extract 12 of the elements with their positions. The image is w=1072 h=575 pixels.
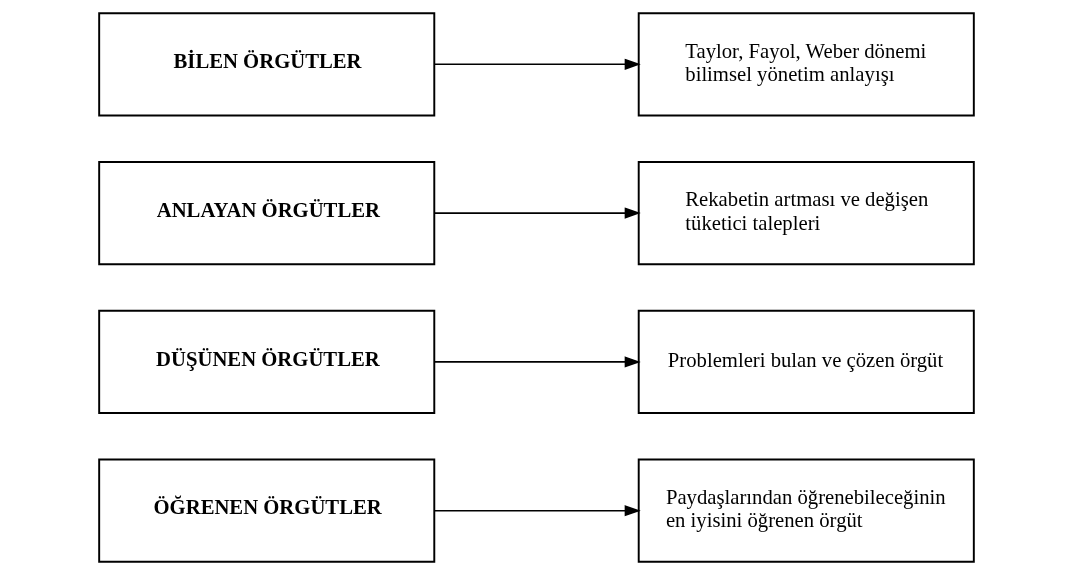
- node-box: Taylor, Fayol, Weber dönemi bilimsel yönetim anlayışı: [637, 12, 975, 117]
- node-box: ÖĞRENEN ÖRGÜTLER: [97, 458, 435, 563]
- node-box: Paydaşlarından öğrenebileceğinin en iyisini öğrenen örgüt: [637, 458, 975, 563]
- arrow: [433, 207, 641, 219]
- arrow: [433, 505, 641, 517]
- node-box: Rekabetin artması ve değişen tüketici talepleri: [637, 161, 975, 266]
- node-box: Problemleri bulan ve çözen örgüt: [637, 309, 975, 414]
- node-box: DÜŞÜNEN ÖRGÜTLER: [97, 309, 435, 414]
- arrow: [433, 356, 641, 368]
- arrow: [433, 58, 641, 70]
- node-box: ANLAYAN ÖRGÜTLER: [97, 161, 435, 266]
- node-box: BİLEN ÖRGÜTLER: [97, 12, 435, 117]
